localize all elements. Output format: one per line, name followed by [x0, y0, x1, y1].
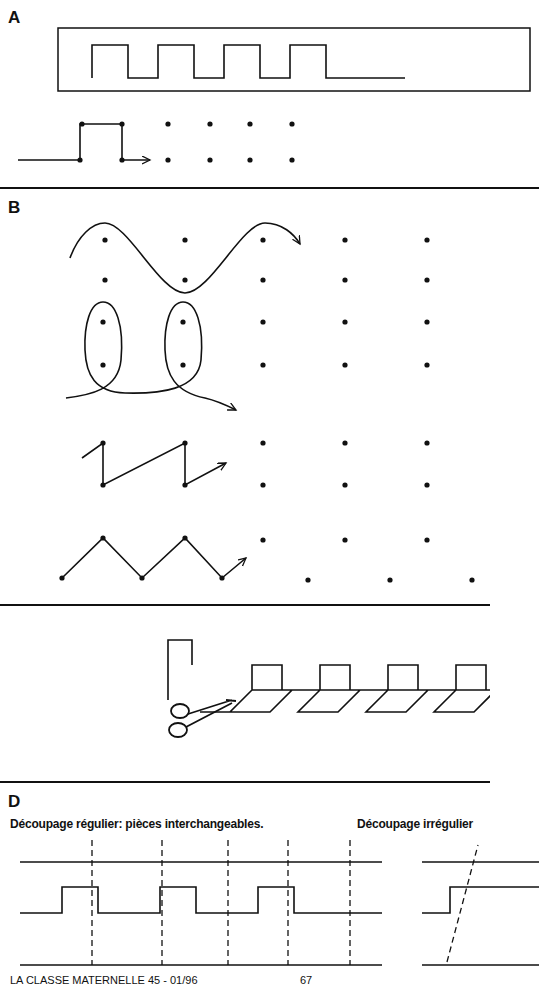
strip-edge — [422, 861, 539, 863]
section-letter: B — [8, 198, 20, 218]
strip-edge — [20, 964, 382, 966]
page-number: 67 — [300, 974, 312, 987]
guide-dots — [59, 121, 474, 582]
section-rule — [0, 604, 490, 606]
section-letter: D — [8, 792, 20, 812]
section-heading: Découpage irrégulier — [357, 818, 473, 832]
square-wave — [20, 887, 382, 913]
zigzag-start — [82, 443, 226, 485]
strip-edge — [422, 964, 539, 966]
strip-end — [168, 640, 192, 700]
peaks-start — [62, 538, 246, 578]
model-frame — [58, 28, 530, 91]
wave-start — [70, 223, 300, 293]
scissors-symbol — [169, 700, 236, 737]
source-line: LA CLASSE MATERNELLE 45 - 01/96 — [10, 974, 198, 987]
loop-start — [66, 302, 236, 410]
irregular-cut-line — [447, 845, 478, 962]
square-wave-start — [18, 124, 150, 160]
strip-edge — [20, 861, 382, 863]
square-wave-model — [92, 45, 405, 78]
section-letter: A — [8, 8, 20, 28]
section-heading: Découpage régulier: pièces interchangeab… — [10, 818, 263, 832]
section-rule — [0, 187, 539, 189]
square-wave — [422, 887, 539, 913]
section-rule — [0, 781, 490, 783]
folded-strip — [200, 665, 490, 712]
regular-cut-lines — [92, 840, 350, 965]
